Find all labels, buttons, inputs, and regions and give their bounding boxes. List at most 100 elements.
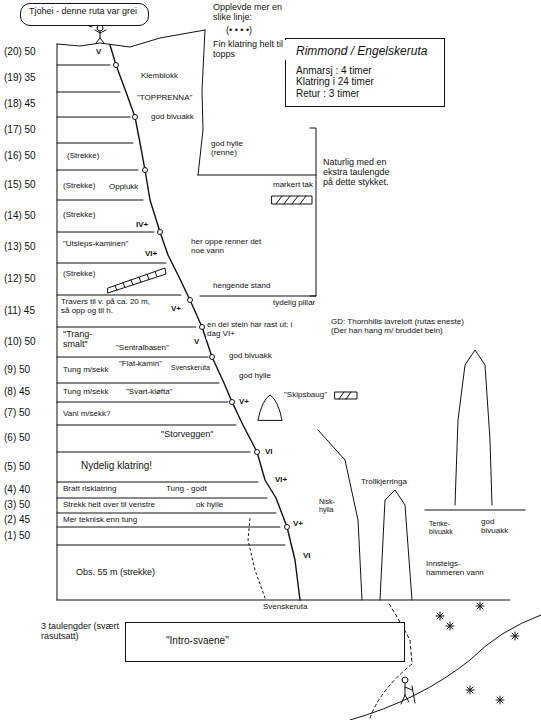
node-text: Tjohei - denne ruta var grei xyxy=(29,6,140,16)
topo-note: en del stein har rast ut: i dag VI+ xyxy=(206,321,300,339)
grade-label: VI+ xyxy=(274,476,288,485)
pitch-number: (13) 50 xyxy=(3,241,37,252)
intro-box: "Intro-svaene" xyxy=(125,622,405,662)
topo-note: god bivuakk xyxy=(150,113,195,122)
topo-note: Obs. 55 m (strekke) xyxy=(75,568,156,578)
topo-note: Opplukk xyxy=(108,183,139,192)
topo-note: Bratt risklatring xyxy=(62,485,117,494)
grade-label: V xyxy=(95,48,102,57)
topo-lines xyxy=(57,19,541,720)
topo-note: markert tak xyxy=(272,181,314,190)
topo-note: tydelig pillar xyxy=(272,299,320,308)
topo-note: Trollkjerringa xyxy=(360,478,408,487)
pitch-number: (18) 45 xyxy=(3,98,37,109)
grade-label: V+ xyxy=(292,520,304,529)
node-text: Retur : 3 timer xyxy=(296,88,434,100)
topo-note: (Strekke) xyxy=(62,211,96,220)
pitch-number: (7) 50 xyxy=(3,407,31,418)
topo-note: (Strekke) xyxy=(62,270,96,279)
ship-bow-mark xyxy=(335,392,357,399)
topo-note: "Utsleps-kaminen" xyxy=(62,240,129,249)
pitch-number: (2) 45 xyxy=(3,514,31,525)
pitch-number: (17) 50 xyxy=(3,124,37,135)
ridge-line xyxy=(318,430,362,600)
summit-climber xyxy=(95,25,106,43)
topo-note: Svenskeruta xyxy=(262,603,308,612)
topo-note: hengende stand xyxy=(212,282,271,291)
pitch-number: (9) 50 xyxy=(3,364,31,375)
approach-climber xyxy=(401,677,415,704)
topo-note: (Strekke) xyxy=(66,152,100,161)
topo-note: Strekk helt over til venstre xyxy=(62,501,156,510)
topo-note: Vanl m/sekk? xyxy=(62,410,111,419)
snow-asterisks xyxy=(436,602,519,704)
topo-note: "TOPPRENNA" xyxy=(136,94,193,103)
topo-note: "Skipsbaug" xyxy=(283,391,328,400)
trollkjerring-pillar xyxy=(380,490,412,600)
topo-note: "Sentralbasen" xyxy=(115,344,170,353)
pitch-number: (14) 50 xyxy=(3,210,37,221)
topo-note: Tung m/sekk xyxy=(62,366,110,375)
topo-note: Travers til v. på ca. 20 m, så opp og ti… xyxy=(60,298,152,316)
ledge-line xyxy=(198,175,316,176)
svenskeruta-line xyxy=(248,518,265,598)
topo-note: Opplevde mer en slike linje: xyxy=(212,3,286,23)
grade-label: IV+ xyxy=(135,221,149,230)
grade-label: V+ xyxy=(238,398,250,407)
topo-note: 3 taulengder (svært rasutsatt) xyxy=(40,622,124,642)
bivouac-ledge xyxy=(425,510,525,511)
topo-note: god bivuakk xyxy=(228,352,273,361)
grade-label: V+ xyxy=(170,305,182,314)
topo-note: Tung m/sekk xyxy=(62,388,110,397)
pitch-number: (4) 40 xyxy=(3,484,31,495)
topo-note: Klemblokk xyxy=(140,72,179,81)
topo-note: her oppe renner det noe vann xyxy=(190,238,267,256)
grade-label: V xyxy=(193,338,200,347)
pitch-number: (19) 35 xyxy=(3,72,37,83)
summit-ridge xyxy=(57,30,205,47)
topo-note: "Flat-kamin" xyxy=(118,360,164,369)
tall-pillar xyxy=(455,350,492,505)
pitch-number: (8) 45 xyxy=(3,386,31,397)
topo-note: (• • • •) xyxy=(225,26,253,36)
pitch-number: (1) 50 xyxy=(3,530,31,541)
pitch-lines xyxy=(57,65,285,545)
node-text: Anmarsj : 4 timer xyxy=(296,65,434,77)
grade-label: VI xyxy=(302,552,312,561)
topo-note: GD: Thornhills lavrelott (rutas eneste) … xyxy=(330,318,472,336)
wall-base xyxy=(57,600,510,601)
topo-note: Nisk-hylla xyxy=(318,498,348,513)
topo-note: god bivuakk xyxy=(480,518,522,536)
topo-note: Innsteigs-hammeren vann xyxy=(425,560,487,578)
topo-note: Tenke-bivuakk xyxy=(428,520,474,535)
pitch-number: (5) 50 xyxy=(3,461,31,472)
grade-label: VI xyxy=(264,448,274,457)
pitch-number: (3) 50 xyxy=(3,499,31,510)
node-text: "Intro-svaene" xyxy=(166,635,394,647)
route-line xyxy=(110,45,300,600)
topo-note: "Trang-smalt" xyxy=(62,330,114,350)
pitch-number: (12) 50 xyxy=(3,273,37,284)
topo-note: (Strekke) xyxy=(62,182,96,191)
grade-label: VI+ xyxy=(144,250,158,259)
pitch-number: (10) 50 xyxy=(3,336,37,347)
topo-note: Fin klatring helt til topps xyxy=(212,40,286,60)
topo-note: Tung - godt xyxy=(165,485,208,494)
info-box: Rimmond / EngelskerutaAnmarsj : 4 timerK… xyxy=(285,38,445,107)
roof-mark xyxy=(272,196,312,204)
ship-bow xyxy=(258,395,282,420)
pillar-line xyxy=(200,296,316,297)
topo-note: Mer teknisk enn tung xyxy=(62,516,138,525)
topo-note: god hylle xyxy=(238,372,272,381)
wall-edge xyxy=(57,44,58,600)
speech-bubble: Tjohei - denne ruta var grei xyxy=(20,3,149,26)
pitch-number: (15) 50 xyxy=(3,179,37,190)
bracket xyxy=(310,128,316,296)
topo-note: god hylle (renne) xyxy=(210,140,258,158)
pitch-number: (16) 50 xyxy=(3,150,37,161)
topo-note: Svenskeruta xyxy=(170,364,211,372)
topo-note: "Svart-kløfta" xyxy=(125,388,174,397)
pitch-number: (6) 50 xyxy=(3,432,31,443)
node-text: Rimmond / Engelskeruta xyxy=(296,45,434,59)
